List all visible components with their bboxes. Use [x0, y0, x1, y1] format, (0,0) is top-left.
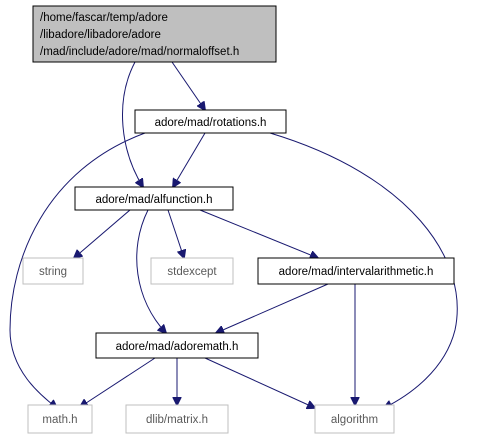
edge-normaloffset-to-alfunction	[122, 61, 143, 187]
node-normaloffset-h[interactable]: /home/fascar/temp/adore /libadore/libado…	[32, 5, 277, 63]
node-math-h[interactable]: math.h	[27, 404, 93, 434]
node-math-label: math.h	[42, 414, 77, 426]
node-algorithm[interactable]: algorithm	[314, 404, 395, 434]
node-algorithm-label: algorithm	[331, 414, 378, 426]
node-stdexcept[interactable]: stdexcept	[150, 257, 234, 285]
node-alfunction-label: adore/mad/alfunction.h	[96, 194, 213, 206]
node-normaloffset-line-1: /home/fascar/temp/adore	[40, 12, 168, 24]
node-dlib-matrix-h[interactable]: dlib/matrix.h	[125, 404, 229, 434]
node-adoremath-label: adore/mad/adoremath.h	[116, 341, 239, 353]
node-alfunction-h[interactable]: adore/mad/alfunction.h	[74, 186, 234, 211]
node-rotations-label: adore/mad/rotations.h	[155, 117, 267, 129]
edge-alfunction-to-intervalarithmetic	[199, 209, 318, 258]
edge-rotations-to-algorithm	[269, 132, 458, 408]
edge-intervalarithmetic-to-adoremath	[216, 283, 329, 333]
node-intervalarithmetic-label: adore/mad/intervalarithmetic.h	[279, 266, 434, 278]
node-normaloffset-line-3: /mad/include/adore/mad/normaloffset.h	[40, 46, 239, 58]
edge-adoremath-to-math	[80, 357, 156, 407]
edge-adoremath-to-algorithm	[204, 357, 315, 408]
node-intervalarithmetic-h[interactable]: adore/mad/intervalarithmetic.h	[257, 257, 455, 285]
node-string[interactable]: string	[22, 257, 84, 285]
edge-rotations-to-alfunction	[173, 132, 206, 187]
node-string-label: string	[39, 266, 67, 278]
node-adoremath-h[interactable]: adore/mad/adoremath.h	[95, 332, 259, 359]
edge-normaloffset-to-rotations	[171, 61, 205, 110]
node-stdexcept-label: stdexcept	[167, 266, 217, 278]
node-normaloffset-line-2: /libadore/libadore/adore	[40, 29, 161, 41]
edge-rotations-to-math	[9, 132, 146, 408]
node-dlib-matrix-label: dlib/matrix.h	[146, 414, 208, 426]
node-rotations-h[interactable]: adore/mad/rotations.h	[134, 109, 287, 134]
edge-alfunction-to-stdexcept	[167, 209, 184, 258]
edge-alfunction-to-string	[74, 209, 131, 258]
edge-alfunction-to-adoremath	[136, 209, 166, 333]
